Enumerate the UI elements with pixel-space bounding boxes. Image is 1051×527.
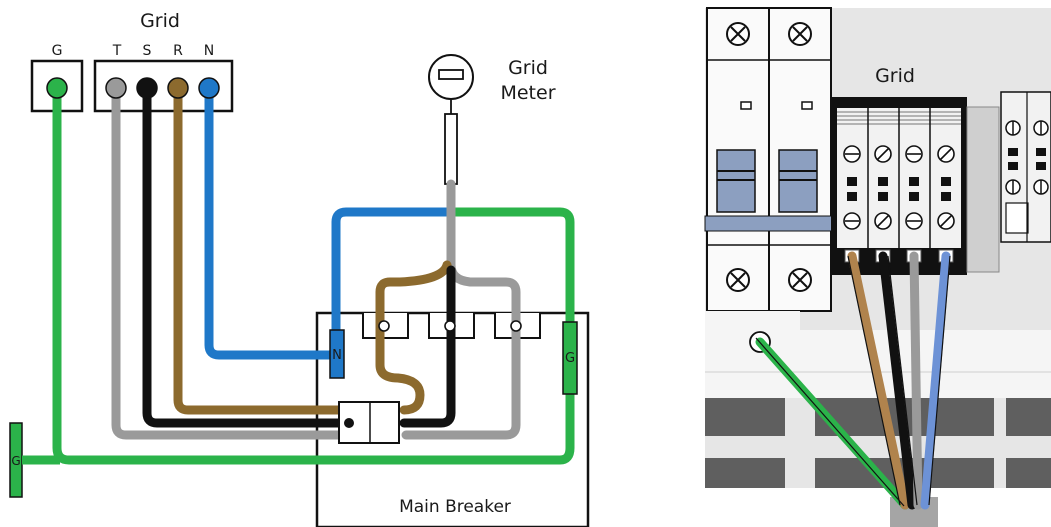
grid-terminal-block-photo bbox=[831, 97, 1000, 275]
main-breaker-label: Main Breaker bbox=[399, 497, 511, 517]
photo-gray-wire bbox=[909, 251, 923, 510]
brown-r-wire bbox=[173, 83, 348, 415]
ground-rod-label: G bbox=[11, 454, 20, 468]
din-rail-upper bbox=[705, 398, 1051, 436]
terminal-dot-t bbox=[105, 77, 127, 99]
terminal-label-n: N bbox=[204, 43, 214, 59]
terminal-dot-n bbox=[198, 77, 220, 99]
left-schematic: Grid G T S R N Main Breaker Grid Meter bbox=[9, 10, 590, 527]
terminal-dot-g bbox=[46, 77, 68, 99]
breaker-contact-dot bbox=[344, 418, 354, 428]
adjacent-terminal-block bbox=[1000, 91, 1051, 243]
gray-t-wire bbox=[111, 83, 348, 440]
photo-brown-wire bbox=[847, 251, 910, 510]
blue-n-wire bbox=[204, 83, 339, 360]
terminal-label-r: R bbox=[173, 43, 183, 59]
terminal-dot-r bbox=[167, 77, 189, 99]
grid-terminal-heading: Grid bbox=[875, 65, 915, 87]
photo-black-wire bbox=[878, 251, 917, 510]
grid-heading: Grid bbox=[140, 10, 180, 32]
brown-meter-line bbox=[375, 260, 452, 415]
terminal-label-g: G bbox=[52, 43, 63, 59]
terminal-label-t: T bbox=[112, 43, 122, 59]
grid-meter-label-line1: Grid bbox=[508, 57, 548, 79]
terminal-label-s: S bbox=[143, 43, 152, 59]
ground-bar bbox=[562, 321, 578, 395]
ground-bar-label: G bbox=[565, 351, 575, 366]
right-illustration: Grid bbox=[704, 0, 1051, 527]
blue-meter-neutral bbox=[331, 207, 455, 345]
photo-blue-wire bbox=[920, 251, 951, 510]
two-pole-breaker bbox=[704, 7, 836, 312]
grid-meter bbox=[428, 54, 474, 185]
breaker-top-screws bbox=[726, 22, 812, 46]
grid-meter-label-line2: Meter bbox=[500, 82, 555, 104]
breaker-bottom-screws bbox=[726, 268, 812, 292]
breaker-rail-band bbox=[704, 215, 836, 232]
neutral-bar bbox=[329, 329, 345, 379]
black-s-wire bbox=[142, 83, 350, 428]
neutral-bar-label: N bbox=[332, 348, 342, 363]
terminal-dot-s bbox=[136, 77, 158, 99]
black-meter-line bbox=[399, 265, 456, 428]
